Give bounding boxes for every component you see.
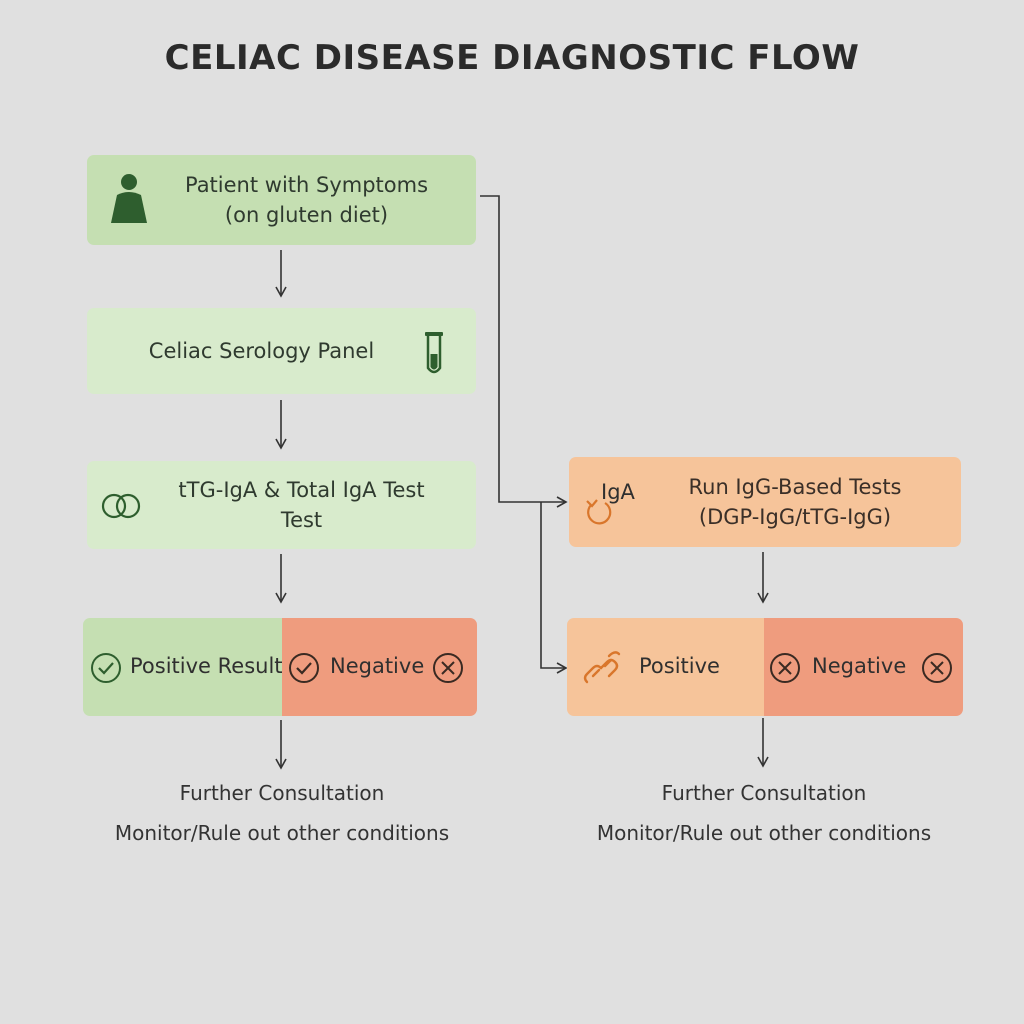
patient-line1: Patient with Symptoms (184, 173, 429, 197)
right-footer-monitor: Monitor/Rule out other conditions (596, 821, 932, 845)
right-footer-consultation: Further Consultation (661, 781, 867, 805)
refresh-arrow-icon (586, 499, 612, 525)
link-chain-icon (583, 651, 621, 684)
iga-badge: IgA (601, 480, 635, 504)
rings-icon (101, 493, 141, 519)
branch-connector (480, 195, 568, 508)
right-positive-label: Positive (639, 654, 720, 678)
left-footer-monitor: Monitor/Rule out other conditions (114, 821, 450, 845)
serology-panel-box: Celiac Serology Panel (87, 308, 476, 394)
ttg-line1: tTG-IgA & Total IgA Test (178, 478, 425, 502)
patient-line2: (on gluten diet) (224, 203, 389, 227)
check-circle-icon (289, 653, 319, 683)
x-circle-icon (433, 653, 463, 683)
left-negative-label: Negative (330, 654, 425, 678)
serology-label: Celiac Serology Panel (148, 339, 375, 363)
left-positive-label: Positive Result (130, 654, 283, 678)
branch-connector-lower (540, 502, 568, 674)
left-positive-half: Positive Result (83, 618, 283, 716)
page-title: CELIAC DISEASE DIAGNOSTIC FLOW (164, 38, 860, 78)
igg-tests-box: IgA Run IgG-Based Tests (DGP-IgG/tTG-IgG… (569, 457, 961, 547)
igg-line2: (DGP-IgG/tTG-IgG) (698, 505, 892, 529)
x-circle-icon (770, 653, 800, 683)
igg-line1: Run IgG-Based Tests (688, 475, 902, 499)
ttg-iga-test-box: tTG-IgA & Total IgA Test Test (87, 461, 476, 549)
patient-symptoms-box: Patient with Symptoms (on gluten diet) (87, 155, 476, 245)
ttg-line2: Test (280, 508, 323, 532)
right-negative-label: Negative (812, 654, 907, 678)
x-circle-icon (922, 653, 952, 683)
check-circle-icon (91, 653, 121, 683)
patient-icon (111, 174, 147, 223)
right-result-box: Positive Negative (567, 618, 963, 716)
test-tube-icon (425, 332, 443, 374)
right-positive-half: Positive (567, 618, 764, 716)
right-negative-half: Negative (764, 618, 963, 716)
left-result-box: Positive Result Negative (83, 618, 477, 716)
left-negative-half: Negative (282, 618, 477, 716)
left-footer-consultation: Further Consultation (179, 781, 385, 805)
